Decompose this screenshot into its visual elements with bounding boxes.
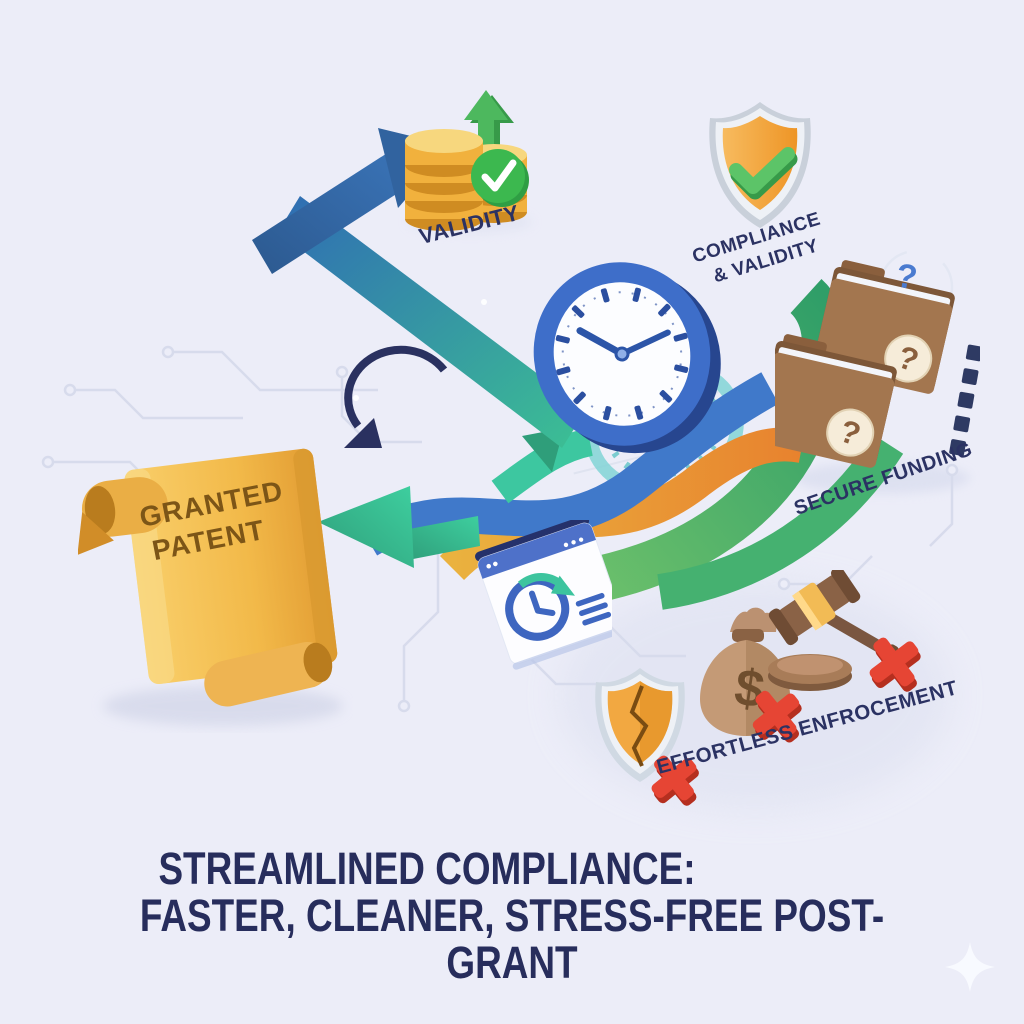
folder-index-tabs (949, 344, 980, 456)
gavel-block (768, 654, 852, 691)
gavel-head (768, 570, 861, 646)
coin-stack-growth-icon (394, 74, 534, 239)
page-title: STREAMLINED COMPLIANCE: FASTER, CLEANER,… (0, 843, 1024, 988)
growth-arrow-icon (464, 90, 514, 155)
folders-question-icon: ? ? (775, 248, 980, 493)
deadline-browser-icon (462, 520, 612, 695)
check-badge-icon (471, 149, 529, 207)
shield-check-icon (696, 96, 824, 236)
scroll-top-curl (78, 477, 168, 556)
gavel-x-icon (744, 570, 924, 720)
red-x-icon (869, 637, 921, 692)
cracked-shield-x-icon (582, 664, 702, 812)
scroll-body (78, 448, 338, 707)
scroll-bottom-curl (204, 641, 333, 707)
coin-stack-left (405, 129, 483, 231)
cycle-arrow-icon (344, 345, 448, 448)
money-bag-x-icon: $ (686, 602, 806, 752)
clock-icon (522, 246, 734, 474)
sparkle-icon (941, 938, 999, 996)
title-line-1: STREAMLINED COMPLIANCE: (158, 843, 696, 894)
title-line-2: FASTER, CLEANER, STRESS-FREE POST-GRANT (139, 889, 885, 988)
granted-patent-scroll-icon: GRANTED PATENT (78, 388, 353, 733)
red-x-icon (651, 755, 699, 806)
red-x-icon (752, 690, 802, 743)
folder-front: ? (775, 334, 897, 468)
